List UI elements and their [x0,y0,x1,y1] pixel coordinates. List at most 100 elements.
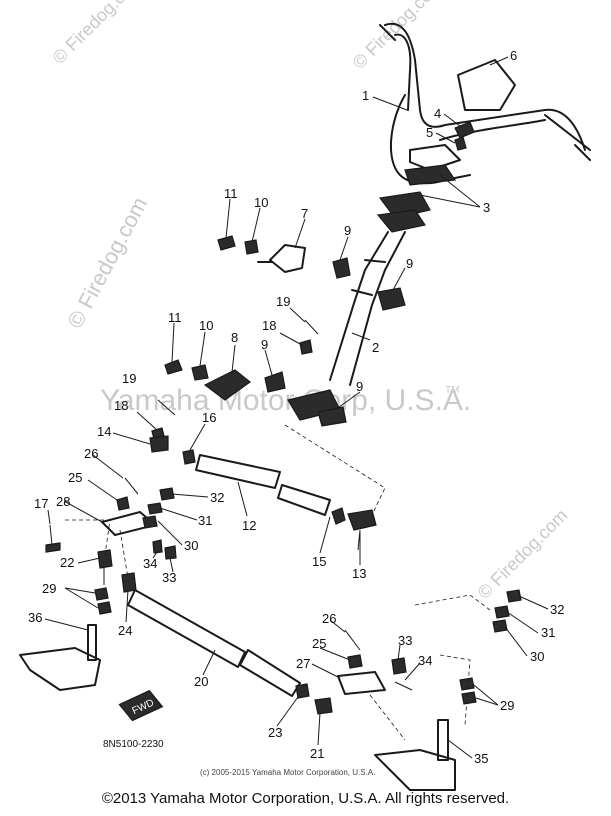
knuckle-35 [374,719,456,791]
steering-plate [257,244,306,273]
collar-30b [492,619,508,633]
callout-7: 7 [301,206,308,221]
nut-32b [506,589,522,603]
callout-18b: 18 [114,398,128,413]
bolt-11b [164,359,183,375]
spring-34a [152,539,163,554]
callout-32a: 32 [210,490,224,505]
callout-21: 21 [310,746,324,761]
collar-24 [121,572,137,593]
locknut-16 [182,449,196,465]
fwd-badge: FWD [118,689,164,722]
cotter-26b [344,629,361,651]
callout-25b: 25 [312,636,326,651]
firedog-watermark-top-right: © Firedog.com [349,0,447,73]
pin-33b [391,657,407,675]
ball-joint-13 [347,509,377,551]
bolts-29b [459,677,477,705]
clip-10a [244,239,259,255]
callout-18a: 18 [262,318,276,333]
callout-24: 24 [118,623,132,638]
callout-32b: 32 [550,602,564,617]
callout-19a: 19 [276,294,290,309]
callout-26a: 26 [84,446,98,461]
handlebar-cover [457,59,516,111]
leader-lines [44,56,549,759]
callout-1: 1 [362,88,369,103]
callout-33a: 33 [162,570,176,585]
cotter-26a [124,477,139,495]
bolt-4 [454,121,475,139]
locknut-15 [331,507,346,525]
plate-8 [203,369,251,401]
callout-9c: 9 [261,337,268,352]
collar-9d [317,406,347,427]
callout-10b: 10 [199,318,213,333]
collar-9a [332,257,351,279]
diagram-code: 8N5100-2230 [103,739,164,750]
callout-35: 35 [474,751,488,766]
callout-8: 8 [231,330,238,345]
callout-20: 20 [194,674,208,689]
callout-28: 28 [56,494,70,509]
collar-9b [377,287,406,311]
callout-26b: 26 [322,611,336,626]
nut-25a [116,496,130,511]
handlebar [379,22,591,185]
callout-30a: 30 [184,538,198,553]
callout-14: 14 [97,424,111,439]
guide-line-right [369,594,491,741]
ball-joint-22 [97,549,113,585]
collar-9c [264,371,286,393]
nut-32a [159,487,175,501]
callout-29a: 29 [42,581,56,596]
callout-9d: 9 [356,379,363,394]
nut-25b [347,654,363,669]
yamaha-watermark: Yamaha Motor Corp, U.S.A. [100,384,471,417]
callout-34a: 34 [143,556,157,571]
footer-copyright: ©2013 Yamaha Motor Corporation, U.S.A. A… [101,790,510,807]
callout-23: 23 [268,725,282,740]
callout-2: 2 [372,340,379,355]
callout-31a: 31 [198,513,212,528]
callout-22: 22 [60,555,74,570]
callout-27: 27 [296,656,310,671]
tm-mark: TM [445,385,459,396]
bolts-29a [94,587,112,615]
ball-joint-21 [314,697,333,715]
clip-10b [191,364,209,381]
callout-10a: 10 [254,195,268,210]
callout-19b: 19 [122,371,136,386]
callout-12: 12 [242,518,256,533]
washer-5 [454,136,467,151]
firedog-watermark-top-left: © Firedog.com [49,0,147,68]
cotter-19b [157,399,176,416]
firedog-watermark-left: © Firedog.com [62,193,152,332]
pitman-arm-27 [337,671,386,695]
callout-25a: 25 [68,470,82,485]
guide-line-left [65,519,129,579]
callout-6: 6 [510,48,517,63]
callout-4: 4 [434,106,441,121]
pin-33a [164,545,177,560]
callout-30b: 30 [530,649,544,664]
bolt-17 [45,524,61,553]
callout-9b: 9 [406,256,413,271]
nut-18a [299,339,313,355]
callout-15: 15 [312,554,326,569]
bolt-11a [217,235,236,251]
washer-31b [494,605,510,619]
callout-5: 5 [426,125,433,140]
callout-3: 3 [483,200,490,215]
callout-labels: 1 2 3 4 5 6 7 8 9 9 9 9 10 10 11 11 12 1… [28,48,564,766]
nut-23 [295,683,310,699]
callout-34b: 34 [418,653,432,668]
spring-34b [394,681,413,691]
callout-17: 17 [34,496,48,511]
callout-9a: 9 [344,223,351,238]
callout-29b: 29 [500,698,514,713]
callout-11b: 11 [168,310,182,325]
callout-16: 16 [202,410,216,425]
collar-30a [142,515,158,529]
